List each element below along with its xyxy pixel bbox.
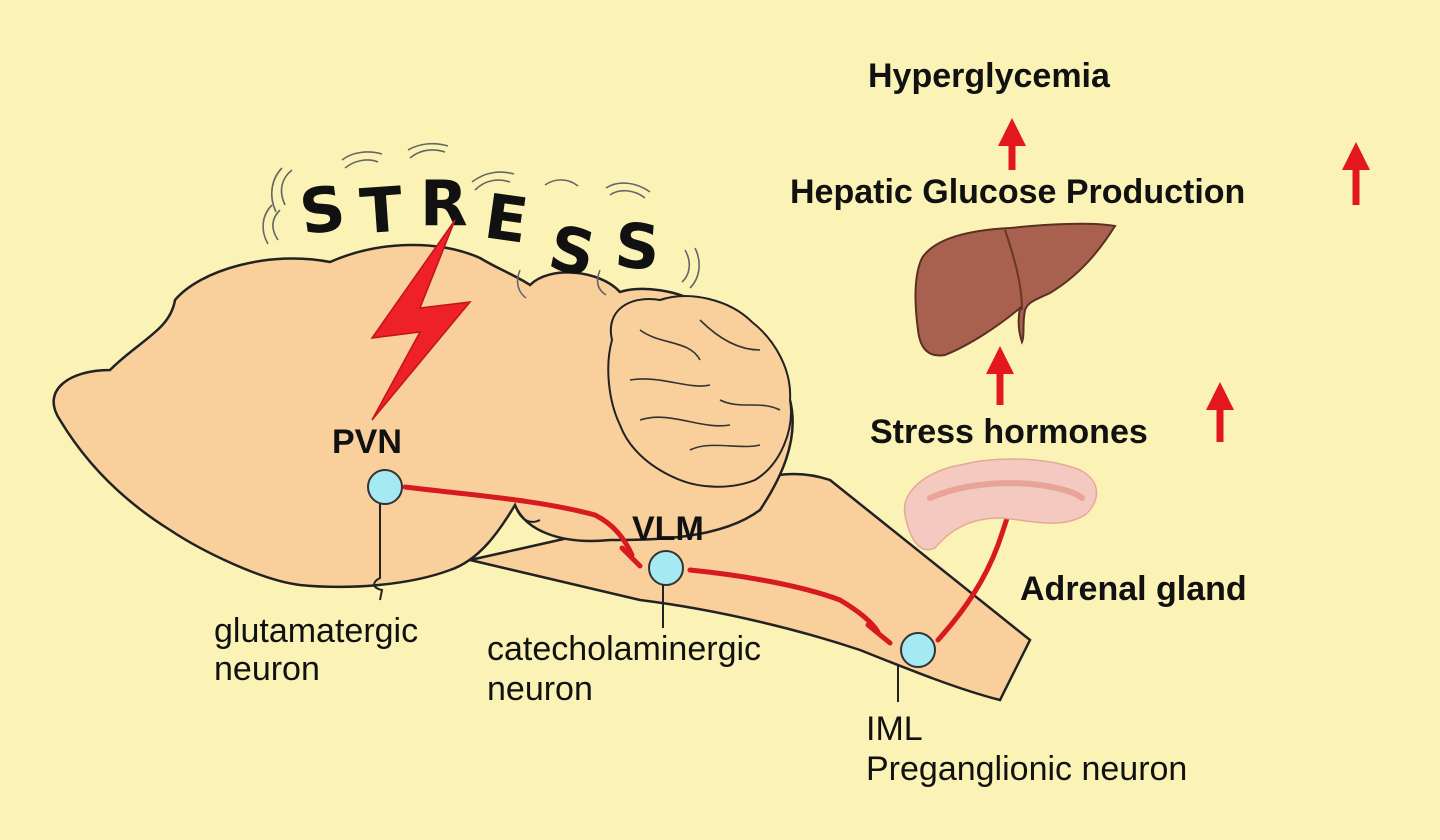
pvn-to-vlm-axon [402, 484, 635, 558]
stress-letter-t: T [358, 173, 405, 249]
iml-synapse [865, 622, 893, 646]
stress-letter-e: E [480, 180, 532, 258]
glutamatergic-label-line2: neuron [214, 650, 320, 688]
stress-letter-s3: S [612, 209, 662, 285]
preganglionic-label: Preganglionic neuron [866, 750, 1187, 788]
vibration-lines [262, 142, 700, 299]
glutamatergic-label-line1: glutamatergic [214, 612, 418, 650]
neuron-markers [367, 469, 936, 702]
lightning-bolt-icon [370, 219, 472, 421]
vlm-to-iml-axon [687, 567, 881, 635]
liver-icon [914, 222, 1117, 357]
olfactory-notch [514, 504, 541, 523]
cerebellum [607, 295, 792, 488]
up-arrows [986, 118, 1370, 442]
stress-letter-s1: S [295, 171, 349, 250]
iml-label: IML [866, 710, 923, 748]
catecholaminergic-label-line2: neuron [487, 670, 593, 708]
adrenal-gland-label: Adrenal gland [1020, 570, 1247, 608]
stress-letter-r: R [420, 167, 468, 240]
vlm-label: VLM [632, 510, 704, 548]
catecholaminergic-label-line1: catecholaminergic [487, 630, 761, 668]
hyperglycemia-label: Hyperglycemia [868, 57, 1111, 95]
hepatic-glucose-label: Hepatic Glucose Production [790, 173, 1245, 211]
pvn-neuron-icon [367, 469, 403, 505]
cerebellum-folds [629, 319, 781, 451]
pvn-label: PVN [332, 423, 402, 461]
vlm-synapse [619, 545, 643, 569]
vlm-neuron-icon [648, 550, 684, 586]
pvn-leader-line [373, 504, 384, 601]
iml-neuron-icon [900, 632, 936, 668]
adrenal-gland-icon [903, 458, 1098, 551]
stress-hormones-label: Stress hormones [870, 413, 1148, 451]
